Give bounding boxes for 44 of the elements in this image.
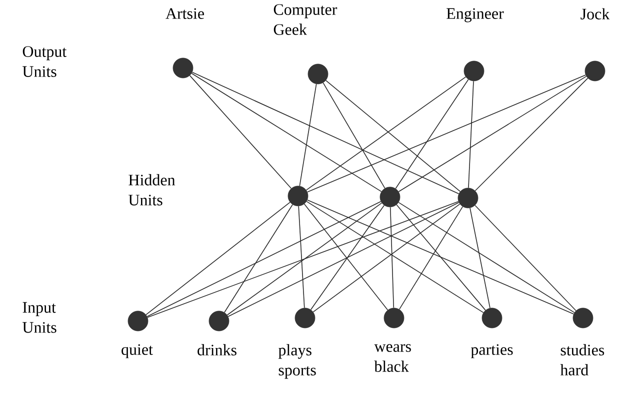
connection-line	[226, 202, 382, 316]
connection-line	[146, 201, 382, 317]
connection-line	[192, 72, 460, 194]
unit-label: studies hard	[560, 344, 604, 376]
unit-label: Engineer	[446, 8, 504, 22]
unit-label: Computer Geek	[274, 4, 338, 35]
unit-label: Jock	[580, 8, 610, 20]
connection-line	[146, 202, 290, 316]
layer-label: Input Units	[22, 302, 56, 333]
connection-line	[312, 204, 460, 312]
connection-line	[474, 78, 588, 192]
connection-line	[189, 75, 292, 189]
connection-line	[228, 202, 460, 317]
connection-line	[322, 82, 386, 189]
unit-label: Artsie	[166, 8, 204, 19]
unit-label: wears black	[374, 344, 411, 372]
unit-circle	[288, 186, 308, 206]
unit-label: plays sports	[278, 344, 316, 379]
connection-line	[147, 201, 459, 318]
connection-line	[470, 208, 490, 308]
connection-line	[306, 200, 574, 314]
connection-line	[325, 80, 461, 192]
connection-line	[468, 80, 474, 188]
layer-label: Hidden Units	[128, 174, 176, 206]
layer-label: Output Units	[22, 46, 67, 77]
unit-label: drinks	[198, 344, 236, 356]
connection-line	[298, 206, 305, 308]
connection-line	[191, 72, 382, 192]
connection-line	[307, 74, 586, 192]
connection-line	[395, 79, 469, 189]
unit-circle	[380, 186, 400, 208]
unit-label: quiet	[122, 344, 153, 358]
connection-line	[396, 204, 486, 311]
connection-line	[390, 206, 394, 308]
connection-line	[398, 206, 464, 310]
connection-line	[474, 204, 576, 312]
connection-line	[306, 201, 484, 313]
unit-circle	[458, 188, 478, 208]
connection-line	[299, 84, 317, 186]
connection-line	[306, 76, 466, 190]
connection-line	[224, 204, 293, 313]
connection-line	[398, 202, 575, 313]
unit-label: parties	[470, 344, 513, 358]
connection-line	[398, 76, 587, 192]
